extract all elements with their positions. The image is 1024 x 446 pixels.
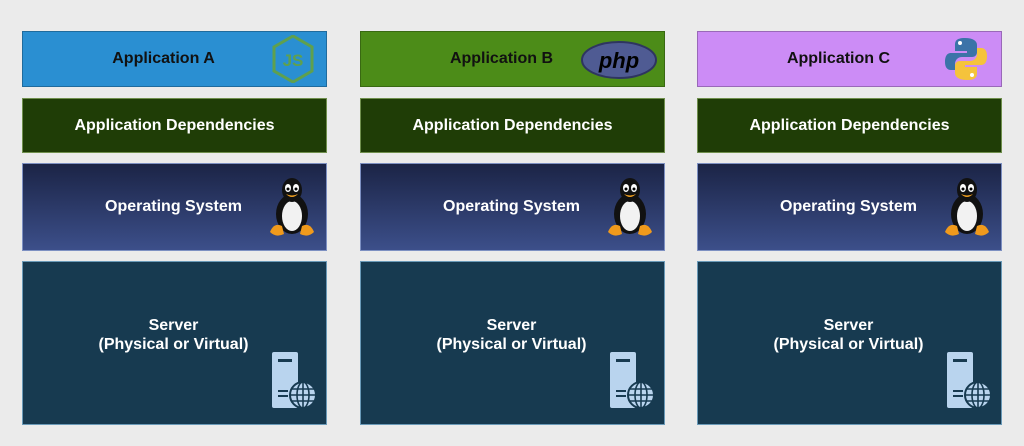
server-globe-icon bbox=[272, 352, 317, 409]
application-b-box: Application B php bbox=[360, 31, 665, 87]
server-b-label: Server (Physical or Virtual) bbox=[359, 316, 664, 354]
application-a-label: Application A bbox=[112, 50, 215, 67]
os-c-label: Operating System bbox=[780, 198, 917, 215]
os-a-box: Operating System bbox=[22, 163, 327, 251]
server-a-box: Server (Physical or Virtual) bbox=[22, 261, 327, 425]
server-a-subtitle: (Physical or Virtual) bbox=[98, 336, 249, 353]
server-globe-icon bbox=[610, 352, 655, 409]
php-icon-text: php bbox=[598, 48, 639, 73]
svg-text:JS: JS bbox=[283, 51, 304, 70]
dependencies-c-label: Application Dependencies bbox=[749, 116, 950, 134]
server-c-label: Server (Physical or Virtual) bbox=[696, 316, 1001, 354]
nodejs-icon: JS bbox=[272, 35, 314, 83]
linux-tux-icon bbox=[945, 178, 989, 236]
server-b-title: Server bbox=[486, 317, 537, 334]
server-c-subtitle: (Physical or Virtual) bbox=[773, 336, 924, 353]
dependencies-b-label: Application Dependencies bbox=[412, 116, 613, 134]
python-icon bbox=[945, 38, 987, 80]
os-c-box: Operating System bbox=[697, 163, 1002, 251]
application-c-label: Application C bbox=[786, 50, 891, 67]
server-c-box: Server (Physical or Virtual) bbox=[697, 261, 1002, 425]
server-a-title: Server bbox=[148, 317, 199, 334]
os-b-label: Operating System bbox=[443, 198, 580, 215]
dependencies-c-box: Application Dependencies bbox=[697, 98, 1002, 153]
application-c-box: Application C bbox=[697, 31, 1002, 87]
os-b-box: Operating System bbox=[360, 163, 665, 251]
server-b-subtitle: (Physical or Virtual) bbox=[436, 336, 587, 353]
dependencies-a-label: Application Dependencies bbox=[74, 116, 275, 134]
linux-tux-icon bbox=[608, 178, 652, 236]
dependencies-b-box: Application Dependencies bbox=[360, 98, 665, 153]
application-b-label: Application B bbox=[449, 50, 554, 67]
linux-tux-icon bbox=[270, 178, 314, 236]
server-globe-icon bbox=[947, 352, 992, 409]
os-a-label: Operating System bbox=[105, 198, 242, 215]
dependencies-a-box: Application Dependencies bbox=[22, 98, 327, 153]
server-a-label: Server (Physical or Virtual) bbox=[21, 316, 326, 354]
application-a-box: Application A JS bbox=[22, 31, 327, 87]
php-icon: php bbox=[581, 41, 657, 79]
server-c-title: Server bbox=[823, 317, 874, 334]
server-b-box: Server (Physical or Virtual) bbox=[360, 261, 665, 425]
